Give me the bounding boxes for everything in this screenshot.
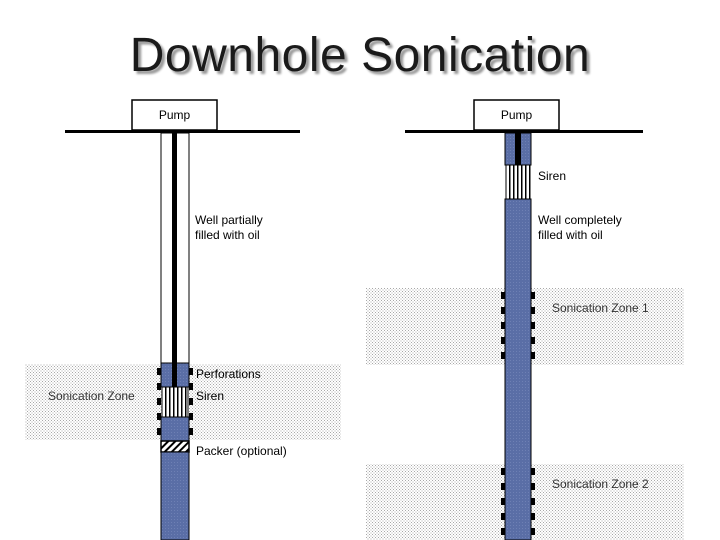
right-oil-column <box>504 198 532 540</box>
right-well <box>366 99 684 540</box>
right-perforations-zone-2 <box>501 468 535 535</box>
left-fill-label-line2: filled with oil <box>195 228 260 242</box>
right-fill-label-line2: filled with oil <box>538 228 603 242</box>
right-sonication-zone-1-label: Sonication Zone 1 <box>552 301 649 315</box>
left-perforations-label: Perforations <box>196 367 261 381</box>
left-sonication-zone-label: Sonication Zone <box>48 389 135 403</box>
left-siren <box>161 386 189 418</box>
left-perforations <box>157 368 193 435</box>
right-fill-label-line1: Well completely <box>538 213 622 227</box>
right-ground-line <box>405 130 643 133</box>
left-well <box>25 99 341 540</box>
left-oil-lower <box>160 451 190 540</box>
right-siren <box>505 164 531 200</box>
right-pump-box <box>473 99 560 131</box>
right-pump-label: Pump <box>500 108 533 122</box>
left-tubing-lower <box>172 363 177 387</box>
left-ground-line <box>65 130 300 133</box>
right-siren-label: Siren <box>538 169 567 183</box>
left-packer-label: Packer (optional) <box>196 444 287 458</box>
left-pump-label: Pump <box>158 108 191 122</box>
right-tubing <box>515 133 521 165</box>
left-oil-middle <box>160 416 190 442</box>
left-fill-label-line1: Well partially <box>195 213 263 227</box>
right-sonication-zone-2-label: Sonication Zone 2 <box>552 477 649 491</box>
left-pump-box <box>131 99 218 131</box>
left-siren-label: Siren <box>196 389 225 403</box>
right-perforations-zone-1 <box>501 292 535 359</box>
left-tubing <box>172 133 177 363</box>
left-packer <box>160 440 190 453</box>
page-title: Downhole Sonication <box>129 29 591 82</box>
